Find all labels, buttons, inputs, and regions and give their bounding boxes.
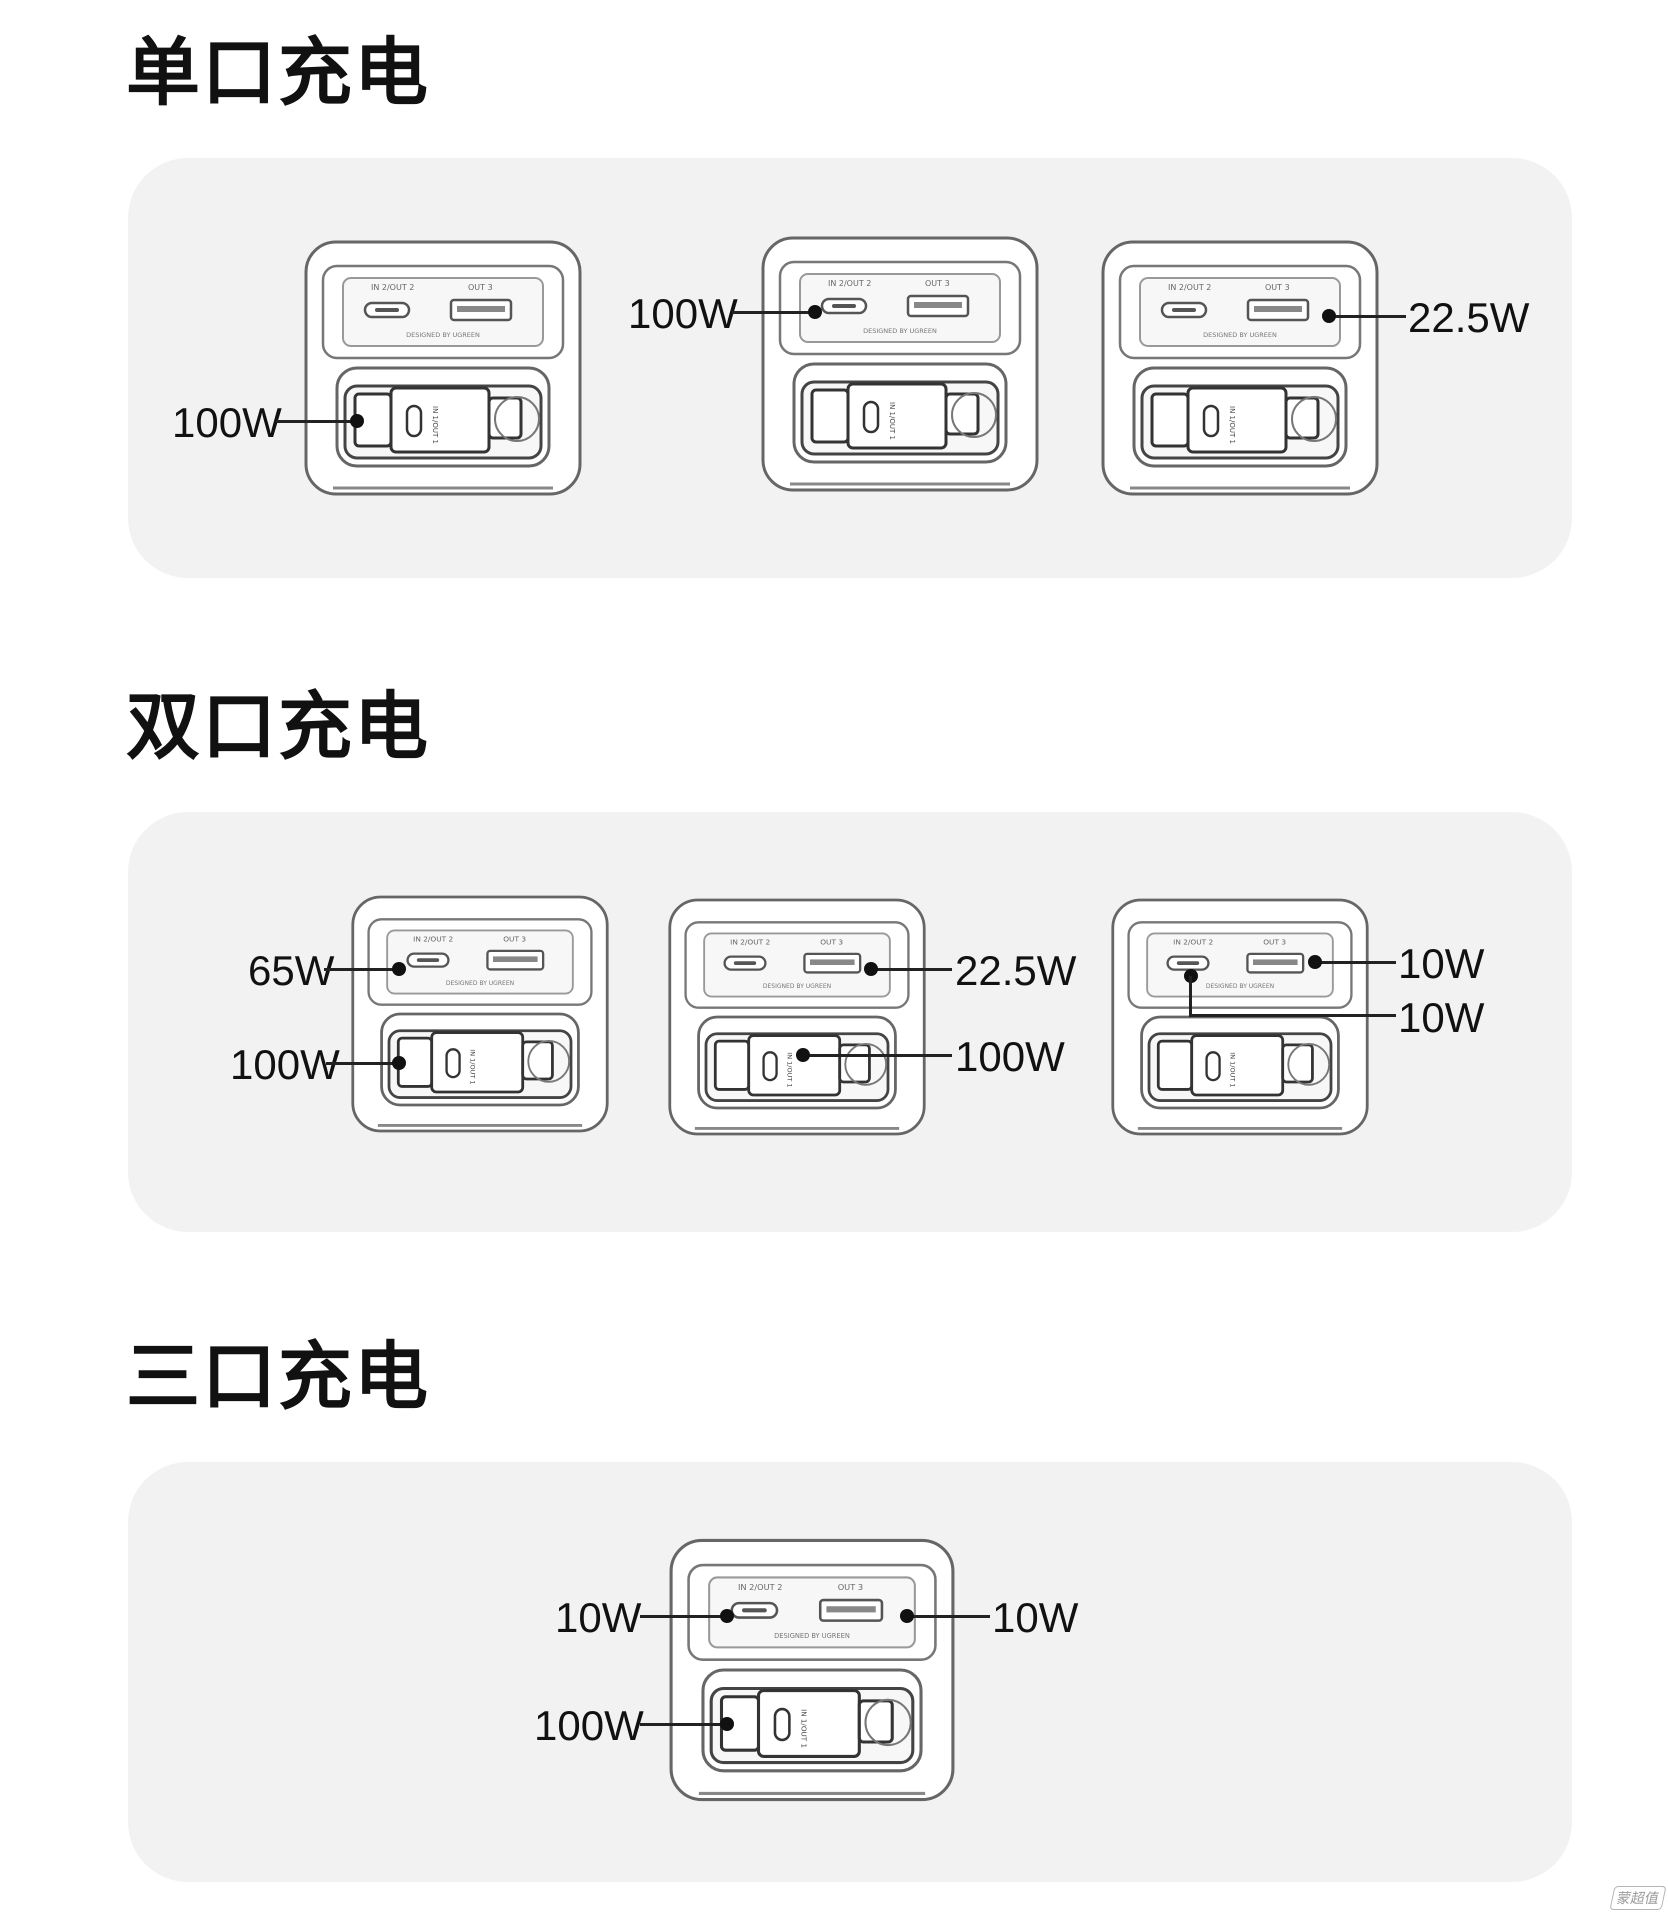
charger-device: IN 2/OUT 2 OUT 3 DESIGNED BY UGREEN IN 1… bbox=[1101, 240, 1379, 496]
leader-line bbox=[324, 968, 396, 971]
leader-line bbox=[1316, 961, 1396, 964]
watermark-logo: 蒙超值 bbox=[1609, 1886, 1667, 1910]
leader-line bbox=[732, 311, 812, 314]
cable-connector bbox=[756, 1689, 861, 1758]
port-label-out3: OUT 3 bbox=[503, 935, 526, 944]
port-marker-dot bbox=[1308, 955, 1322, 969]
port-label-out3: OUT 3 bbox=[838, 1582, 863, 1592]
port-label-in2-out2: IN 2/OUT 2 bbox=[371, 283, 414, 292]
cable-port-label: IN 1/OUT 1 bbox=[1229, 1052, 1237, 1087]
section-title-single-port: 单口充电 bbox=[126, 30, 430, 116]
port-label-in2-out2: IN 2/OUT 2 bbox=[1173, 938, 1213, 947]
port-marker-dot bbox=[796, 1048, 810, 1062]
leader-line bbox=[640, 1723, 724, 1726]
charger-device: IN 2/OUT 2 OUT 3 DESIGNED BY UGREEN IN 1… bbox=[761, 236, 1039, 492]
port-marker-dot bbox=[350, 414, 364, 428]
brand-text: DESIGNED BY UGREEN bbox=[774, 1632, 850, 1640]
cable-port-label: IN 1/OUT 1 bbox=[469, 1049, 477, 1084]
power-label-bottom-port: 100W bbox=[534, 1702, 644, 1749]
cable-port-label: IN 1/OUT 1 bbox=[431, 406, 439, 444]
port-label-in2-out2: IN 2/OUT 2 bbox=[738, 1582, 783, 1592]
port-label-in2-out2: IN 2/OUT 2 bbox=[828, 279, 871, 288]
brand-text: DESIGNED BY UGREEN bbox=[1206, 983, 1274, 990]
section-title-triple-port: 三口充电 bbox=[126, 1334, 430, 1420]
brand-text: DESIGNED BY UGREEN bbox=[763, 983, 831, 990]
cable-port-label: IN 1/OUT 1 bbox=[786, 1052, 794, 1087]
port-label-out3: OUT 3 bbox=[1263, 938, 1286, 947]
power-label-typec-port: 10W bbox=[1398, 994, 1485, 1041]
port-label-in2-out2: IN 2/OUT 2 bbox=[730, 938, 770, 947]
brand-text: DESIGNED BY UGREEN bbox=[446, 980, 514, 987]
charger-device: IN 2/OUT 2 OUT 3 DESIGNED BY UGREEN IN 1… bbox=[351, 895, 609, 1133]
leader-line bbox=[326, 1062, 400, 1065]
port-label-out3: OUT 3 bbox=[820, 938, 843, 947]
power-label-usba-port: 10W bbox=[992, 1594, 1079, 1641]
power-label-usba-port: 22.5W bbox=[1408, 294, 1530, 341]
brand-text: DESIGNED BY UGREEN bbox=[1203, 331, 1277, 339]
leader-line bbox=[872, 968, 952, 971]
port-marker-dot bbox=[720, 1717, 734, 1731]
charger-device: IN 2/OUT 2 OUT 3 DESIGNED BY UGREEN IN 1… bbox=[668, 898, 926, 1136]
cable-port-label: IN 1/OUT 1 bbox=[800, 1709, 809, 1748]
cable-connector bbox=[389, 386, 491, 454]
leader-line bbox=[276, 420, 354, 423]
leader-line bbox=[1189, 976, 1192, 1016]
brand-text: DESIGNED BY UGREEN bbox=[863, 327, 937, 335]
leader-line bbox=[1189, 1014, 1396, 1017]
cable-connector bbox=[846, 382, 948, 450]
port-label-out3: OUT 3 bbox=[468, 283, 493, 292]
port-label-in2-out2: IN 2/OUT 2 bbox=[1168, 283, 1211, 292]
power-label-usba-port: 22.5W bbox=[955, 947, 1077, 994]
port-label-in2-out2: IN 2/OUT 2 bbox=[413, 935, 453, 944]
port-marker-dot bbox=[900, 1609, 914, 1623]
charger-device: IN 2/OUT 2 OUT 3 DESIGNED BY UGREEN IN 1… bbox=[669, 1538, 955, 1802]
port-marker-dot bbox=[808, 305, 822, 319]
port-marker-dot bbox=[392, 1056, 406, 1070]
power-label-usba-port: 10W bbox=[1398, 940, 1485, 987]
power-label-bottom-port: 100W bbox=[172, 399, 282, 446]
power-label-bottom-port: 100W bbox=[230, 1041, 340, 1088]
brand-text: DESIGNED BY UGREEN bbox=[406, 331, 480, 339]
cable-port-label: IN 1/OUT 1 bbox=[888, 402, 896, 440]
port-marker-dot bbox=[1322, 309, 1336, 323]
leader-line bbox=[640, 1615, 724, 1618]
port-marker-dot bbox=[720, 1609, 734, 1623]
leader-line bbox=[910, 1615, 990, 1618]
section-title-dual-port: 双口充电 bbox=[126, 684, 430, 770]
power-label-bottom-port: 100W bbox=[955, 1033, 1065, 1080]
charger-device: IN 2/OUT 2 OUT 3 DESIGNED BY UGREEN IN 1… bbox=[304, 240, 582, 496]
leader-line bbox=[1332, 315, 1406, 318]
port-label-out3: OUT 3 bbox=[925, 279, 950, 288]
charger-device: IN 2/OUT 2 OUT 3 DESIGNED BY UGREEN IN 1… bbox=[1111, 898, 1369, 1136]
port-label-out3: OUT 3 bbox=[1265, 283, 1290, 292]
power-label-typec-port: 10W bbox=[555, 1594, 642, 1641]
port-marker-dot bbox=[864, 962, 878, 976]
leader-line bbox=[804, 1054, 952, 1057]
power-label-typec-port: 65W bbox=[248, 947, 335, 994]
cable-port-label: IN 1/OUT 1 bbox=[1228, 406, 1236, 444]
port-marker-dot bbox=[392, 962, 406, 976]
power-label-typec-port: 100W bbox=[628, 290, 738, 337]
cable-connector bbox=[1186, 386, 1288, 454]
